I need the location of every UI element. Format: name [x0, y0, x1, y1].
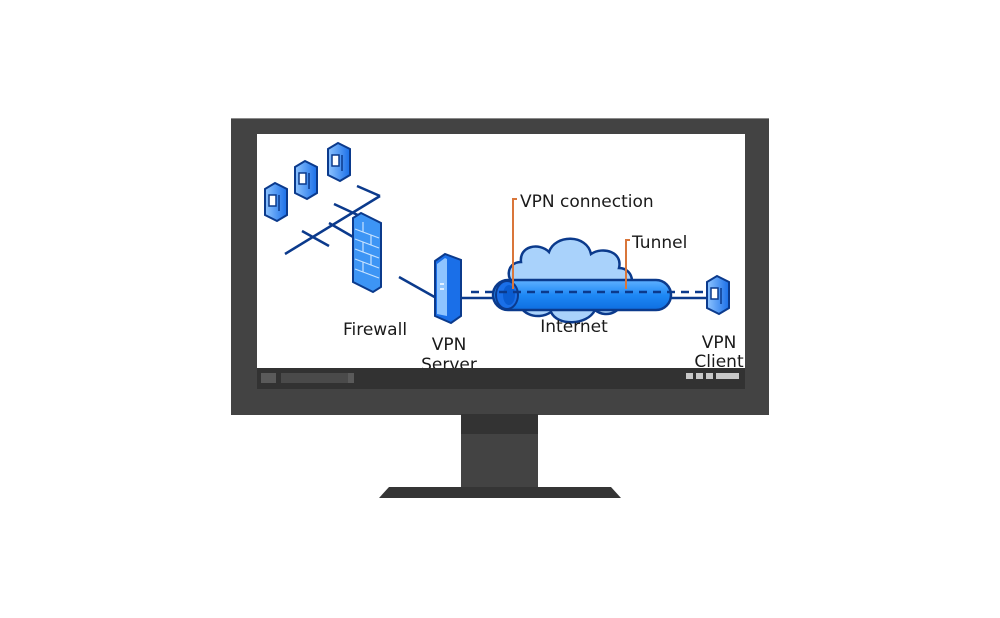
tray-icon[interactable]: [706, 373, 713, 379]
vpn-server-icon: [434, 252, 462, 325]
system-tray: [686, 373, 739, 379]
tray-icon[interactable]: [696, 373, 703, 379]
vpn-server-label-line1: VPN: [432, 335, 467, 355]
workstation-icon: [264, 181, 288, 223]
tunnel-callout: [625, 239, 630, 289]
vpn-connection-callout: [512, 198, 517, 289]
vpn-client-icon: [706, 274, 730, 316]
monitor-stand-base: [379, 487, 621, 498]
start-button[interactable]: [261, 373, 276, 383]
vpn-client-label-line1: VPN: [702, 333, 737, 353]
firewall-label: Firewall: [343, 320, 407, 340]
tray-clock[interactable]: [716, 373, 739, 379]
tray-icon[interactable]: [686, 373, 693, 379]
monitor-screen: Firewall VPN Server Internet: [257, 134, 745, 368]
vpn-tunnel-icon: [471, 278, 713, 312]
vpn-server-label-line2: Server: [421, 355, 477, 368]
lan-network-lines: [284, 184, 448, 306]
taskbar-search[interactable]: [281, 373, 354, 383]
firewall-icon: [352, 211, 382, 294]
tunnel-label: Tunnel: [631, 233, 687, 253]
monitor-stand-neck: [461, 414, 538, 488]
internet-label: Internet: [540, 317, 608, 337]
taskbar: [257, 368, 745, 389]
workstation-icon: [294, 159, 318, 201]
vpn-diagram: Firewall VPN Server Internet: [264, 141, 744, 368]
neck-shadow: [461, 414, 538, 434]
search-end-cap: [348, 373, 354, 383]
monitor: Firewall VPN Server Internet: [231, 118, 769, 415]
vpn-client-label-line2: Client: [694, 352, 744, 368]
workstation-icon: [327, 141, 351, 183]
vpn-connection-label: VPN connection: [520, 192, 654, 212]
